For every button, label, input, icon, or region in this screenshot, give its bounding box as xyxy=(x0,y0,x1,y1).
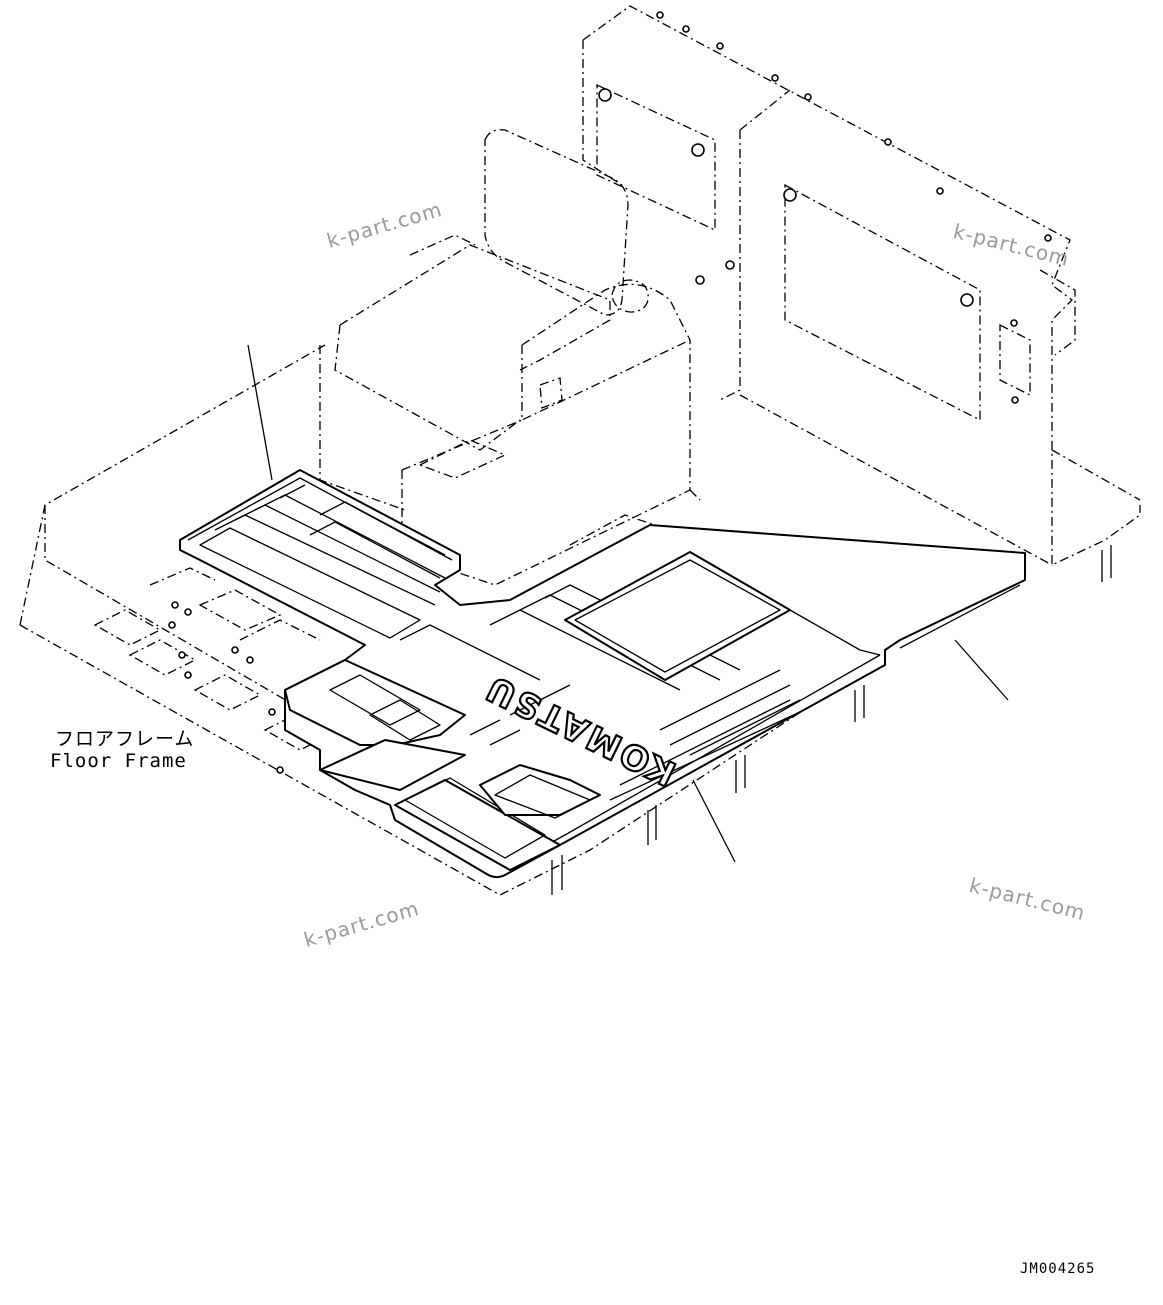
floor-frame-holes xyxy=(168,601,284,774)
floor-mat xyxy=(179,469,1026,879)
drawing-code: JM004265 xyxy=(1020,1261,1096,1277)
floor-legs xyxy=(551,545,1112,895)
floor-frame xyxy=(19,344,1053,896)
wall-bolts xyxy=(598,11,1052,404)
floor-frame-label-jp: フロアフレーム xyxy=(55,728,195,750)
rear-cab-wall xyxy=(582,5,1141,567)
floor-frame-label-en: Floor Frame xyxy=(50,750,187,772)
leader-lines xyxy=(247,344,1009,863)
